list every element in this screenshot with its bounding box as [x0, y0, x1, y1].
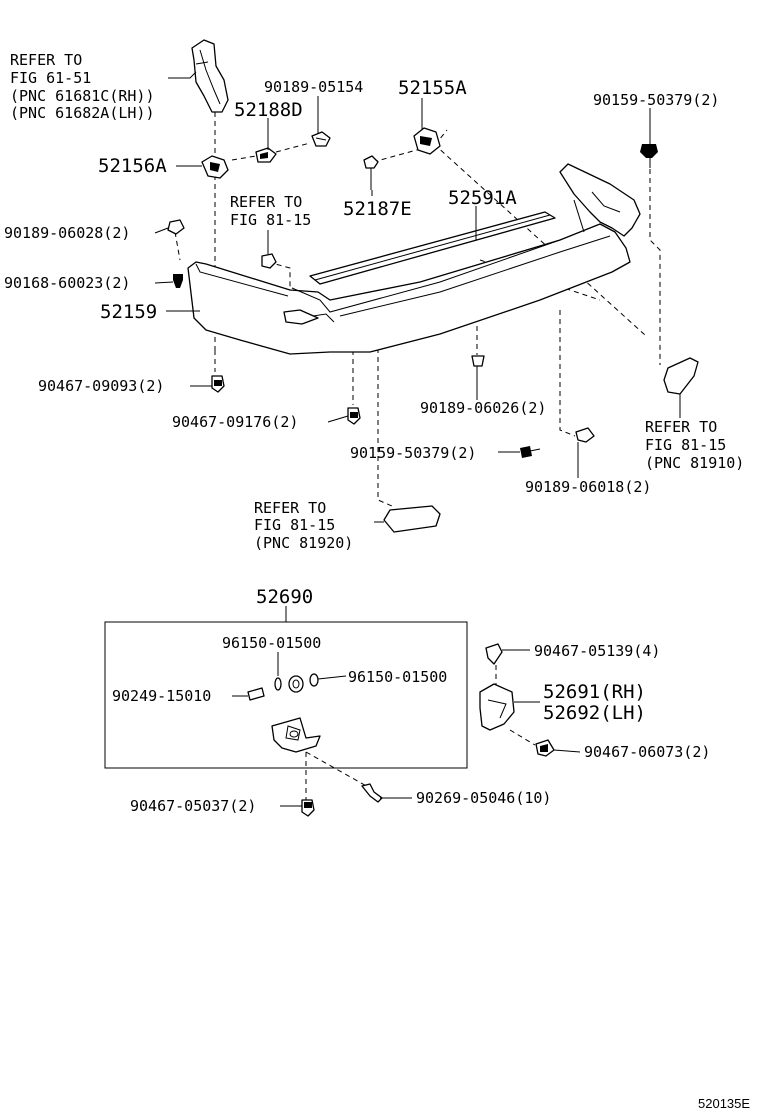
ref-fig-81-15-bottom-line2: FIG 81-15 — [254, 516, 335, 534]
clip-90467-05037 — [280, 799, 315, 817]
ref-fig-81-15-top-line2: FIG 81-15 — [230, 211, 311, 229]
label-90249-15010: 90249-15010 — [112, 687, 211, 705]
label-90159-50379-mid: 90159-50379(2) — [350, 444, 476, 462]
part-labels: REFER TO FIG 61-51 (PNC 61681C(RH)) (PNC… — [4, 51, 750, 1111]
ref-fig-81-15-right-line2: FIG 81-15 — [645, 436, 726, 454]
ref-fig-61-51-line2: FIG 61-51 — [10, 69, 91, 87]
clip-52188d — [255, 147, 277, 163]
retainer-52156a — [201, 155, 229, 179]
clip-90189-05154 — [311, 131, 331, 147]
label-90189-06028: 90189-06028(2) — [4, 224, 130, 242]
ref-fig-81-15-top-line1: REFER TO — [230, 193, 302, 211]
label-90168-60023: 90168-60023(2) — [4, 274, 130, 292]
label-90467-09093: 90467-09093(2) — [38, 377, 164, 395]
clip-90467-05139 — [485, 643, 530, 665]
label-90159-50379-top: 90159-50379(2) — [593, 91, 719, 109]
label-52155a: 52155A — [398, 77, 467, 99]
label-90467-05037: 90467-05037(2) — [130, 797, 256, 815]
bolt-90168-60023 — [173, 274, 183, 288]
leader-lines-top — [154, 71, 681, 523]
label-52591a: 52591A — [448, 187, 517, 209]
clip-90189-top-left — [261, 244, 277, 269]
label-52156a: 52156A — [98, 155, 167, 177]
rear-bumper-cover-52159 — [187, 163, 641, 355]
nut-96150-01500-b — [309, 673, 347, 687]
label-52188d: 52188D — [234, 99, 303, 121]
figure-code: 520135E — [698, 1096, 750, 1111]
bracket-assembly — [271, 717, 321, 753]
clip-90467-09176 — [347, 407, 361, 425]
assembly-box-52690 — [104, 621, 468, 769]
label-90269-05046: 90269-05046(10) — [416, 789, 551, 807]
ref-fig-81-15-bottom-line3: (PNC 81920) — [254, 534, 353, 552]
bushing — [288, 675, 304, 693]
label-52692-lh: 52692(LH) — [543, 702, 646, 724]
label-90189-06018: 90189-06018(2) — [525, 478, 651, 496]
label-52691-rh: 52691(RH) — [543, 681, 646, 703]
ref-fig-61-51-line3: (PNC 61681C(RH)) — [10, 87, 155, 105]
label-90189-06026: 90189-06026(2) — [420, 399, 546, 417]
label-96150-01500-b: 96150-01500 — [348, 668, 447, 686]
ref-fig-81-15-bottom-line1: REFER TO — [254, 499, 326, 517]
clip-52155a — [413, 127, 441, 155]
screw-90269-05046 — [361, 783, 412, 803]
ref-fig-81-15-right-line1: REFER TO — [645, 418, 717, 436]
nut-96150-01500-a — [274, 652, 282, 691]
ref-fig-81-15-right-line3: (PNC 81910) — [645, 454, 744, 472]
clip-90467-06073 — [535, 739, 581, 757]
bracket-52691-52692 — [479, 683, 540, 731]
label-52187e: 52187E — [343, 198, 412, 220]
label-96150-01500-a: 96150-01500 — [222, 634, 321, 652]
reflector-bottom — [383, 505, 441, 533]
clip-90189-06018 — [575, 427, 595, 443]
clip-90189-06028 — [167, 219, 185, 235]
screw-90159-50379-top — [640, 144, 658, 168]
bolt-90249-15010 — [232, 687, 265, 701]
ref-fig-61-51-line4: (PNC 61682A(LH)) — [10, 104, 155, 122]
reflector-strip-52591a — [309, 211, 556, 285]
ref-fig-61-51-line1: REFER TO — [10, 51, 82, 69]
clip-90467-09093 — [211, 375, 225, 393]
bumper-side-bracket — [191, 39, 229, 113]
clip-90189-06026 — [471, 355, 485, 367]
label-52690: 52690 — [256, 586, 313, 608]
label-90467-06073: 90467-06073(2) — [584, 743, 710, 761]
label-90189-05154: 90189-05154 — [264, 78, 363, 96]
label-90467-09176: 90467-09176(2) — [172, 413, 298, 431]
clip-52187e — [363, 155, 379, 190]
side-reflector-right — [663, 357, 699, 395]
label-52159: 52159 — [100, 301, 157, 323]
screw-90159-50379-mid — [520, 446, 541, 458]
label-90467-05139: 90467-05139(4) — [534, 642, 660, 660]
